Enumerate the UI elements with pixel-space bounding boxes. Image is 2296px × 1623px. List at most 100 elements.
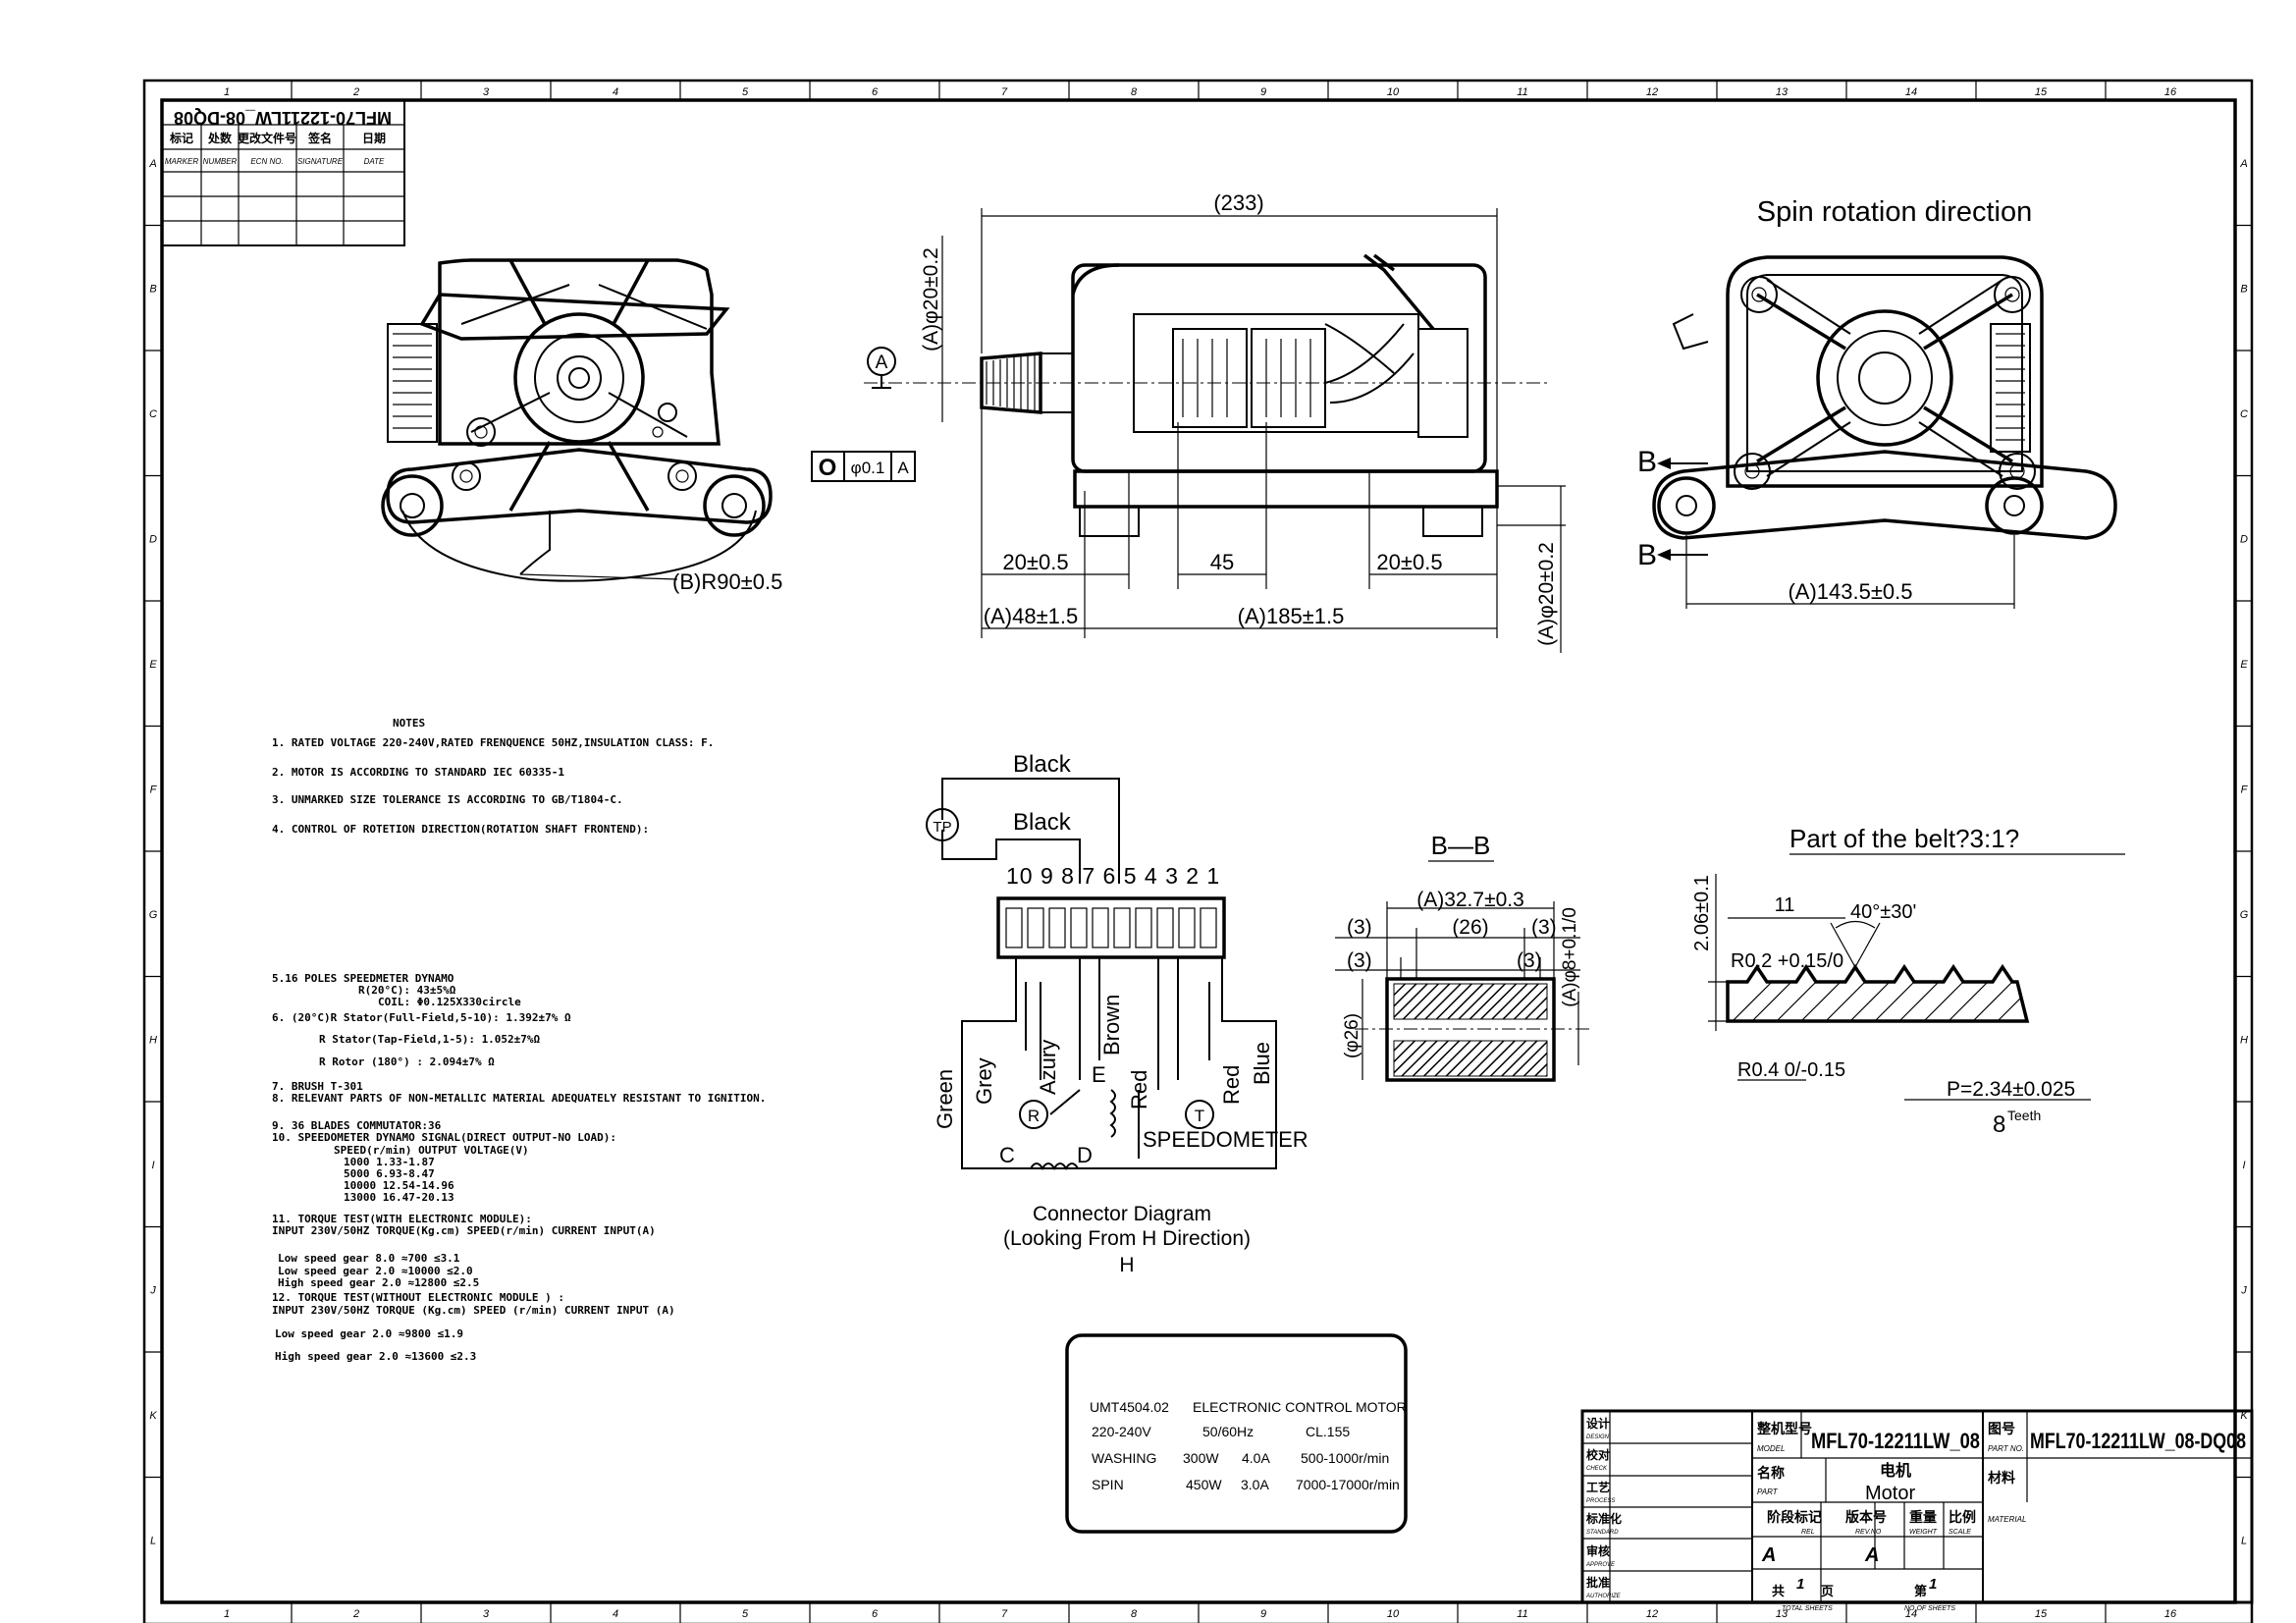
column-number-top: 2 — [352, 86, 359, 98]
signature-label-cn: 审核 — [1586, 1543, 1610, 1558]
nameplate-cell: SPIN — [1092, 1477, 1124, 1492]
version-value: A — [1864, 1544, 1879, 1566]
part-number-label-en: PART NO. — [1988, 1444, 2024, 1453]
row-letter-left: H — [149, 1034, 157, 1046]
no-of-sheets-label-en: NO.OF SHEETS — [1904, 1605, 1955, 1612]
column-number-bottom: 6 — [872, 1608, 879, 1620]
note-line: 5.16 POLES SPEEDMETER DYNAMO — [272, 972, 454, 985]
signature-label-cn: 批准 — [1586, 1575, 1610, 1590]
rotor-symbol-label: R — [1028, 1107, 1040, 1125]
nameplate-cell: ELECTRONIC CONTROL MOTOR — [1193, 1399, 1407, 1415]
row-letter-left: F — [150, 784, 158, 795]
terminal-e: E — [1092, 1062, 1106, 1087]
dim-3-top-left: (3) — [1347, 916, 1372, 939]
row-letter-right: K — [2240, 1410, 2248, 1422]
note-line: 4. CONTROL OF ROTETION DIRECTION(ROTATIO… — [272, 823, 649, 836]
wire-color-label: Red — [1219, 1065, 1244, 1105]
wire-color-label: Brown — [1099, 995, 1124, 1055]
column-number-bottom: 8 — [1131, 1608, 1138, 1620]
part-name-cn: 电机 — [1880, 1461, 1911, 1480]
revision-header-en: MARKER — [165, 157, 198, 166]
teeth-label: Teeth — [2007, 1108, 2041, 1123]
row-letter-left: G — [149, 909, 158, 921]
radius-r04: R0.4 0/-0.15 — [1737, 1059, 1845, 1081]
signature-label-en: CHECK — [1586, 1466, 1608, 1472]
note-line: 1. RATED VOLTAGE 220-240V,RATED FRENQUEN… — [272, 736, 714, 749]
note-line: INPUT 230V/50HZ TORQUE(Kg.cm) SPEED(r/mi… — [272, 1224, 656, 1237]
tacho-symbol-label: T — [1195, 1107, 1204, 1125]
revision-header-en: SIGNATURE — [297, 157, 344, 166]
tolerance-symbol: O — [819, 455, 837, 481]
model-label-cn: 整机型号 — [1756, 1421, 1812, 1436]
column-number-top: 13 — [1776, 86, 1789, 98]
dim-32-7: (A)32.7±0.3 — [1416, 889, 1524, 911]
total-label-cn: 共 — [1772, 1584, 1785, 1598]
nameplate-cell: 7000-17000r/min — [1296, 1477, 1400, 1492]
nameplate-cell: 450W — [1186, 1477, 1222, 1492]
note-line: 10000 12.54-14.96 — [344, 1179, 454, 1192]
signature-label-en: DESIGN — [1586, 1434, 1610, 1440]
connector-pin-numbers: 10 9 8 7 6 5 4 3 2 1 — [1006, 863, 1220, 889]
row-letter-right: C — [2240, 408, 2248, 420]
nameplate-cell: WASHING — [1092, 1450, 1156, 1466]
version-label: 版本号 — [1845, 1509, 1887, 1525]
dim-overall-length: (233) — [1213, 190, 1263, 215]
nameplate-cell: CL.155 — [1306, 1424, 1350, 1439]
connector-pin-slot — [1048, 907, 1066, 948]
column-number-bottom: 1 — [224, 1608, 230, 1620]
column-number-bottom: 15 — [2035, 1608, 2048, 1620]
column-number-top: 8 — [1131, 86, 1138, 98]
row-letter-right: D — [2240, 533, 2248, 545]
dim-outer-diameter: (φ26) — [1342, 1013, 1362, 1058]
column-number-top: 15 — [2035, 86, 2048, 98]
note-line: 5000 6.93-8.47 — [344, 1167, 435, 1180]
row-letter-right: L — [2241, 1535, 2247, 1546]
total-sheets-label-en: TOTAL SHEETS — [1782, 1605, 1833, 1612]
nameplate-cell: 4.0A — [1242, 1450, 1270, 1466]
notes-block: NOTES 1. RATED VOLTAGE 220-240V,RATED FR… — [272, 717, 766, 1363]
total-sheets-value: 1 — [1796, 1576, 1804, 1593]
column-number-top: 12 — [1646, 86, 1658, 98]
revision-header-en: DATE — [364, 157, 385, 166]
section-marker-b-upper: B — [1637, 446, 1657, 478]
connector-caption-line1: Connector Diagram — [1033, 1203, 1211, 1225]
column-number-bottom: 13 — [1776, 1608, 1789, 1620]
dim-3-top-right: (3) — [1531, 916, 1557, 939]
row-letter-right: J — [2240, 1284, 2247, 1296]
row-letter-left: B — [149, 283, 156, 295]
connector-caption-line2: (Looking From H Direction) — [1003, 1227, 1251, 1250]
dim-20-right: 20±0.5 — [1376, 550, 1442, 574]
dim-3-mid-right: (3) — [1517, 949, 1542, 972]
wire-color-label: Grey — [972, 1057, 996, 1105]
belt-detail-title: Part of the belt?3:1? — [1789, 824, 2019, 853]
stage-label-en: REL — [1801, 1529, 1815, 1536]
note-line: 6. (20°C)R Stator(Full-Field,5-10): 1.39… — [272, 1011, 571, 1024]
note-line: 3. UNMARKED SIZE TOLERANCE IS ACCORDING … — [272, 793, 623, 806]
stage-value: A — [1761, 1544, 1776, 1566]
wire-color-label: Blue — [1250, 1042, 1274, 1085]
column-number-top: 1 — [224, 86, 230, 98]
column-number-top: 16 — [2164, 86, 2177, 98]
motor-front-view-left: (B)R90±0.5 — [381, 258, 782, 594]
motor-side-view: (233) (A)φ20±0.2 A O φ0.1 A 20±0.5 45 20… — [811, 190, 1566, 653]
signature-label-cn: 工艺 — [1586, 1480, 1610, 1494]
row-letter-right: G — [2240, 909, 2249, 921]
column-number-top: 14 — [1905, 86, 1917, 98]
part-name: Motor — [1865, 1483, 1915, 1504]
nameplate-cell: UMT4504.02 — [1090, 1399, 1169, 1415]
nameplate-cell: 300W — [1183, 1450, 1219, 1466]
column-number-top: 7 — [1001, 86, 1008, 98]
note-line: High speed gear 2.0 ≈12800 ≤2.5 — [278, 1276, 479, 1289]
note-line: 1000 1.33-1.87 — [344, 1156, 435, 1168]
note-line: 7. BRUSH T-301 — [272, 1080, 363, 1093]
revision-header-en: ECN NO. — [250, 157, 283, 166]
dim-143: (A)143.5±0.5 — [1788, 579, 1912, 604]
column-number-bottom: 9 — [1260, 1608, 1266, 1620]
column-number-bottom: 3 — [483, 1608, 490, 1620]
note-line: 12. TORQUE TEST(WITHOUT ELECTRONIC MODUL… — [272, 1291, 564, 1304]
note-line: R(20°C): 43±5%Ω — [358, 984, 456, 997]
